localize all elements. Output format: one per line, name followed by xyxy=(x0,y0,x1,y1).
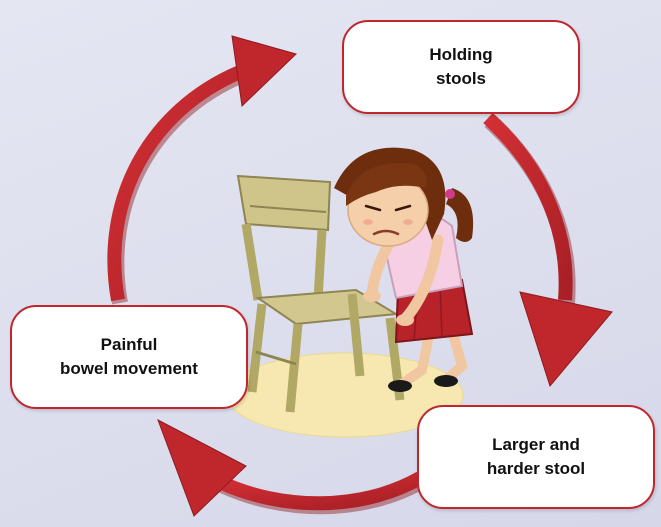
node-label-line: harder stool xyxy=(487,457,585,481)
cycle-arrow-icon xyxy=(488,118,612,386)
node-label-line: Larger and xyxy=(487,433,585,457)
node-label-line: stools xyxy=(429,67,492,91)
cycle-node-larger-harder-stool: Larger and harder stool xyxy=(417,405,655,509)
node-label-line: Painful xyxy=(60,333,198,357)
cycle-node-holding-stools: Holding stools xyxy=(342,20,580,114)
node-label-line: bowel movement xyxy=(60,357,198,381)
cycle-arrow-icon xyxy=(114,36,296,303)
cycle-node-painful-bowel-movement: Painful bowel movement xyxy=(10,305,248,409)
girl-at-chair-illustration xyxy=(227,148,473,437)
node-label-line: Holding xyxy=(429,43,492,67)
